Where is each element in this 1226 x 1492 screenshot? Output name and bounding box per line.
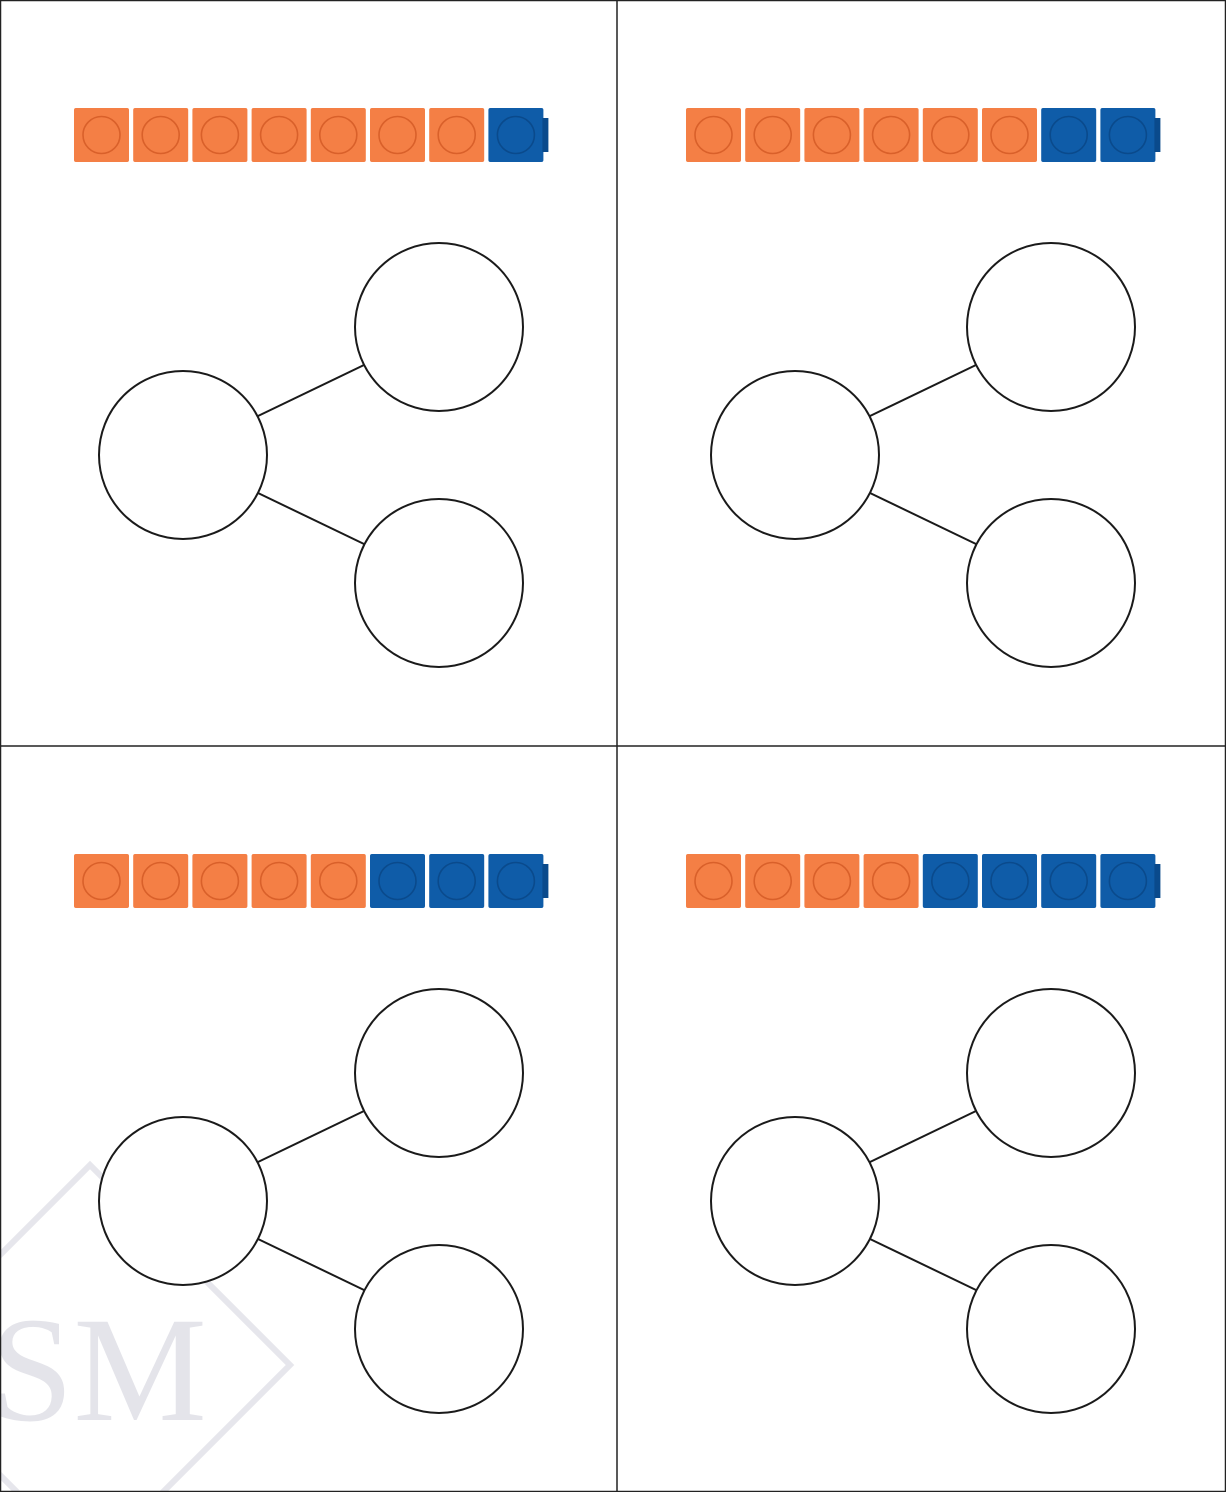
blue-cube — [923, 854, 978, 908]
cube-train — [686, 108, 1160, 162]
blue-cube — [1041, 854, 1096, 908]
bond-line-bottom — [870, 493, 976, 544]
part-circle-bottom[interactable] — [355, 1245, 523, 1413]
bond-line-bottom — [258, 493, 364, 544]
blue-cube — [1041, 108, 1096, 162]
orange-cube — [804, 854, 859, 908]
whole-circle[interactable] — [99, 371, 267, 539]
whole-circle[interactable] — [711, 1117, 879, 1285]
bond-line-top — [258, 365, 364, 416]
panel-4 — [686, 854, 1160, 1413]
bond-line-top — [870, 365, 976, 416]
part-circle-top[interactable] — [967, 989, 1135, 1157]
blue-cube — [488, 108, 548, 162]
part-circle-top[interactable] — [355, 989, 523, 1157]
orange-cube — [370, 108, 425, 162]
cube-train — [686, 854, 1160, 908]
number-bond — [711, 243, 1135, 667]
orange-cube — [311, 854, 366, 908]
orange-cube — [686, 108, 741, 162]
orange-cube — [864, 854, 919, 908]
part-circle-top[interactable] — [967, 243, 1135, 411]
orange-cube — [745, 108, 800, 162]
orange-cube — [745, 854, 800, 908]
watermark-text: SM — [0, 1287, 207, 1453]
blue-cube — [1100, 108, 1160, 162]
part-circle-top[interactable] — [355, 243, 523, 411]
number-bond — [711, 989, 1135, 1413]
orange-cube — [133, 108, 188, 162]
orange-cube — [133, 854, 188, 908]
number-bond — [99, 243, 523, 667]
orange-cube — [252, 108, 307, 162]
bond-line-bottom — [258, 1239, 364, 1290]
orange-cube — [686, 854, 741, 908]
orange-cube — [252, 854, 307, 908]
cube-train — [74, 854, 548, 908]
orange-cube — [311, 108, 366, 162]
whole-circle[interactable] — [711, 371, 879, 539]
orange-cube — [429, 108, 484, 162]
orange-cube — [192, 854, 247, 908]
bond-line-top — [870, 1111, 976, 1162]
cube-train — [74, 108, 548, 162]
panel-2 — [686, 108, 1160, 667]
orange-cube — [982, 108, 1037, 162]
blue-cube — [1100, 854, 1160, 908]
part-circle-bottom[interactable] — [967, 499, 1135, 667]
bond-line-bottom — [870, 1239, 976, 1290]
blue-cube — [429, 854, 484, 908]
orange-cube — [192, 108, 247, 162]
orange-cube — [74, 854, 129, 908]
blue-cube — [370, 854, 425, 908]
blue-cube — [982, 854, 1037, 908]
whole-circle[interactable] — [99, 1117, 267, 1285]
part-circle-bottom[interactable] — [355, 499, 523, 667]
orange-cube — [923, 108, 978, 162]
panel-1 — [74, 108, 548, 667]
bond-line-top — [258, 1111, 364, 1162]
orange-cube — [74, 108, 129, 162]
blue-cube — [488, 854, 548, 908]
orange-cube — [864, 108, 919, 162]
orange-cube — [804, 108, 859, 162]
part-circle-bottom[interactable] — [967, 1245, 1135, 1413]
